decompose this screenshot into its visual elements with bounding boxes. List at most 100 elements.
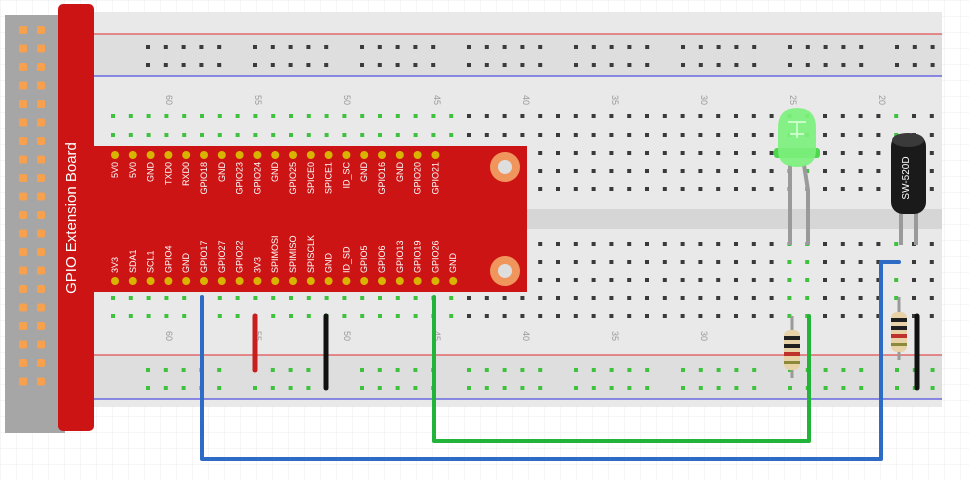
pin-label: TXD0 bbox=[163, 162, 173, 185]
rail-hole bbox=[645, 368, 650, 372]
breadboard-hole bbox=[894, 133, 899, 137]
header-pin bbox=[37, 303, 45, 312]
rail-hole bbox=[324, 45, 329, 49]
pin-label: GND bbox=[181, 253, 191, 274]
breadboard-hole bbox=[591, 151, 596, 155]
rail-hole bbox=[377, 63, 382, 67]
breadboard-hole bbox=[164, 314, 169, 318]
breadboard-hole bbox=[235, 296, 240, 300]
breadboard-hole bbox=[573, 242, 578, 246]
board-pin-hole bbox=[128, 151, 137, 159]
breadboard-hole bbox=[912, 260, 916, 264]
column-number: 50 bbox=[342, 331, 352, 341]
breadboard-hole bbox=[306, 133, 311, 137]
breadboard-hole bbox=[716, 133, 721, 137]
breadboard-hole bbox=[823, 187, 827, 191]
rail-hole bbox=[823, 45, 828, 49]
column-number: 30 bbox=[699, 331, 709, 341]
breadboard-hole bbox=[378, 133, 382, 137]
breadboard-hole bbox=[449, 114, 454, 118]
breadboard-hole bbox=[538, 187, 543, 191]
rail-hole bbox=[574, 368, 578, 372]
breadboard-hole bbox=[645, 242, 649, 246]
breadboard-hole bbox=[182, 296, 187, 300]
breadboard-hole bbox=[573, 187, 578, 191]
breadboard-hole bbox=[324, 114, 329, 118]
rail-hole bbox=[163, 368, 168, 372]
breadboard-hole bbox=[876, 169, 881, 173]
rail-hole bbox=[395, 386, 400, 390]
rail-hole bbox=[645, 386, 650, 390]
breadboard-hole bbox=[645, 187, 649, 191]
rail-hole bbox=[502, 45, 507, 49]
rail-hole bbox=[484, 63, 489, 67]
breadboard-hole bbox=[769, 278, 774, 282]
breadboard-hole bbox=[484, 114, 489, 118]
rail-hole bbox=[912, 45, 917, 49]
header-pin bbox=[19, 118, 27, 127]
rail-hole bbox=[823, 368, 828, 372]
breadboard-hole bbox=[929, 296, 934, 300]
pin-label: GPIO17 bbox=[199, 240, 209, 273]
rail-hole bbox=[609, 45, 614, 49]
pin-label: ID_SC bbox=[341, 162, 351, 189]
breadboard-hole bbox=[627, 133, 632, 137]
breadboard-hole bbox=[271, 314, 276, 318]
rail-hole bbox=[181, 63, 186, 67]
rail-hole bbox=[716, 368, 721, 372]
column-number: 55 bbox=[253, 95, 263, 105]
breadboard-hole bbox=[929, 151, 934, 155]
rail-hole bbox=[377, 45, 382, 49]
board-pin-hole bbox=[378, 277, 386, 285]
pin-label: SPICE1 bbox=[324, 162, 334, 194]
header-pin bbox=[37, 155, 45, 164]
breadboard-hole bbox=[698, 242, 703, 246]
breadboard-hole bbox=[200, 133, 204, 137]
breadboard-hole bbox=[787, 296, 792, 300]
board-pin-hole bbox=[217, 151, 226, 159]
rail-hole bbox=[841, 368, 846, 372]
breadboard-hole bbox=[840, 187, 845, 191]
breadboard-hole bbox=[662, 169, 667, 173]
breadboard-hole bbox=[645, 260, 649, 264]
breadboard-hole bbox=[342, 296, 347, 300]
header-pin bbox=[19, 248, 27, 256]
breadboard-hole bbox=[591, 133, 596, 137]
breadboard-hole bbox=[858, 187, 863, 191]
rail-hole bbox=[484, 386, 489, 390]
breadboard-hole bbox=[929, 242, 934, 246]
header-pin bbox=[19, 63, 27, 71]
breadboard-hole bbox=[662, 242, 667, 246]
breadboard-hole bbox=[698, 187, 703, 191]
rail-hole bbox=[502, 368, 507, 372]
board-pin-hole bbox=[164, 277, 173, 285]
board-pin-hole bbox=[271, 277, 280, 285]
breadboard-hole bbox=[431, 114, 436, 118]
breadboard-hole bbox=[146, 114, 151, 118]
rail-hole bbox=[253, 45, 257, 49]
breadboard-hole bbox=[538, 169, 543, 173]
breadboard-hole bbox=[111, 114, 115, 118]
breadboard-hole bbox=[360, 314, 365, 318]
header-pin bbox=[19, 303, 27, 312]
breadboard-hole bbox=[253, 114, 258, 118]
header-pin bbox=[37, 137, 45, 145]
header-pin bbox=[37, 377, 45, 386]
breadboard-hole bbox=[271, 133, 276, 137]
rail-hole bbox=[324, 63, 329, 67]
board-pin-hole bbox=[431, 151, 440, 159]
breadboard-hole bbox=[662, 133, 667, 137]
board-pin-hole bbox=[306, 151, 315, 159]
header-pin bbox=[19, 285, 27, 293]
mount-hole-bottom bbox=[490, 256, 520, 286]
pin-label: GPIO19 bbox=[413, 240, 423, 273]
rail-hole bbox=[788, 45, 792, 49]
breadboard-hole bbox=[680, 278, 685, 282]
header-pin bbox=[19, 174, 27, 182]
board-pin-hole bbox=[395, 151, 404, 159]
breadboard-hole bbox=[609, 278, 614, 282]
column-number: 45 bbox=[432, 95, 442, 105]
